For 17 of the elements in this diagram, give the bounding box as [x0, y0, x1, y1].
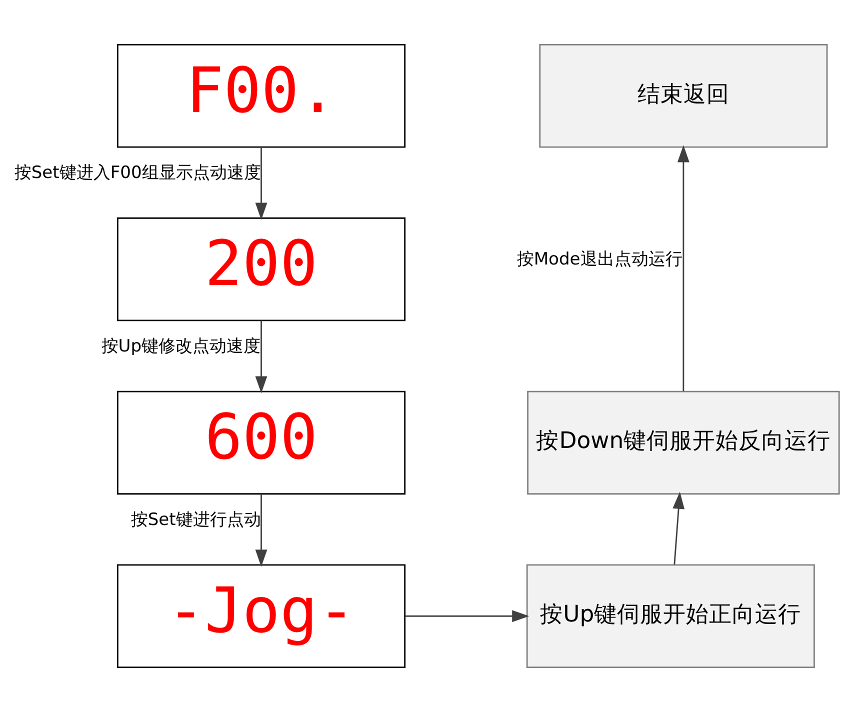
- arrow: [255, 320, 268, 393]
- node-box: 200: [116, 216, 406, 321]
- node-box: F00.: [116, 43, 406, 148]
- node-box: -Jog-: [116, 564, 406, 668]
- arrow: [672, 491, 685, 564]
- edge-label: 按Up键修改点动速度: [101, 336, 261, 356]
- arrow: [405, 610, 530, 622]
- arrow: [255, 493, 268, 566]
- node-box: 按Up键伺服开始正向运行: [526, 564, 815, 668]
- arrow: [677, 144, 690, 391]
- edge-label: 按Set键进行点动: [130, 509, 261, 530]
- edge-label: 按Mode退出点动运行: [516, 249, 682, 270]
- node-box: 600: [116, 390, 406, 494]
- edge-label: 按Set键进入F00组显示点动速度: [14, 162, 261, 182]
- arrow: [255, 146, 268, 220]
- node-box: 按Down键伺服开始反向运行: [527, 390, 840, 494]
- node-box: 结束返回: [539, 43, 828, 148]
